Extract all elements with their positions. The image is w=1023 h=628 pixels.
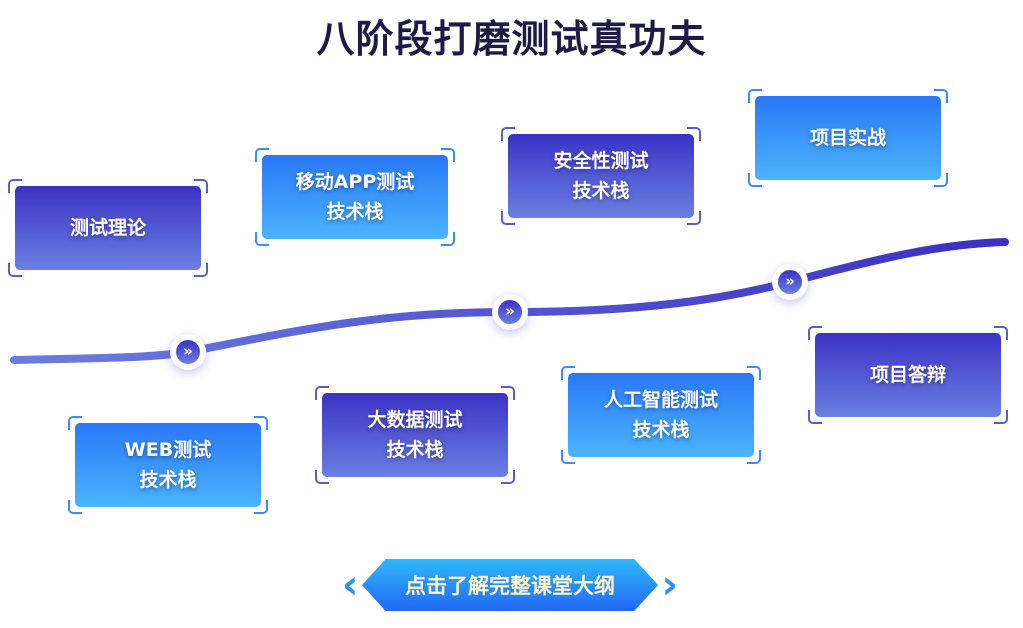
stage-label: 人工智能测试 <box>603 389 718 411</box>
stage-card-1[interactable]: 测试理论 <box>8 179 208 277</box>
page-title: 八阶段打磨测试真功夫 <box>316 17 707 61</box>
double-chevron-icon: » <box>176 340 200 364</box>
stage-label: 项目答辩 <box>869 364 946 386</box>
stage-label: 项目实战 <box>809 127 886 149</box>
chevron-right-icon: › <box>661 562 678 608</box>
stage-sublabel: 技术栈 <box>572 180 630 202</box>
cta-label: 点击了解完整课堂大纲 <box>405 574 615 598</box>
chevron-left-icon: ‹ <box>342 562 359 608</box>
double-chevron-icon: » <box>778 270 802 294</box>
stage-label: 大数据测试 <box>367 409 463 431</box>
stage-sublabel: 技术栈 <box>139 469 197 491</box>
stage-card-6[interactable]: 大数据测试技术栈 <box>315 386 515 484</box>
stage-card-4[interactable]: 项目实战 <box>748 89 948 187</box>
timeline-node-3: » <box>772 264 808 300</box>
stage-label: 移动APP测试 <box>295 171 415 193</box>
double-chevron-icon: » <box>498 300 522 324</box>
stage-sublabel: 技术栈 <box>326 201 384 223</box>
stage-card-7[interactable]: 人工智能测试技术栈 <box>561 366 761 464</box>
stage-label: WEB测试 <box>124 439 212 461</box>
stage-card-2[interactable]: 移动APP测试技术栈 <box>255 148 455 246</box>
stage-label: 测试理论 <box>69 217 146 239</box>
stage-label: 安全性测试 <box>553 150 649 172</box>
stage-card-5[interactable]: WEB测试技术栈 <box>68 416 268 514</box>
timeline-node-2: » <box>492 294 528 330</box>
timeline-node-1: » <box>170 334 206 370</box>
view-syllabus-button[interactable]: ‹ 点击了解完整课堂大纲 › <box>342 557 678 613</box>
stage-sublabel: 技术栈 <box>386 439 444 461</box>
stage-sublabel: 技术栈 <box>632 419 690 441</box>
stage-card-3[interactable]: 安全性测试技术栈 <box>501 127 701 225</box>
stage-card-8[interactable]: 项目答辩 <box>808 326 1008 424</box>
